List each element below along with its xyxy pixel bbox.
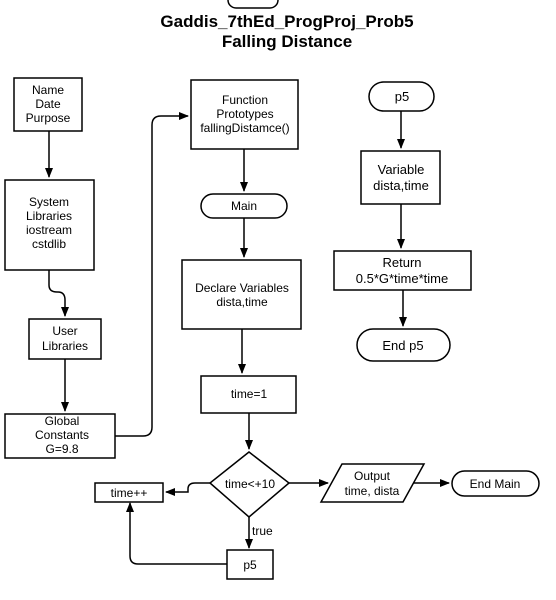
label-cstdlib: cstdlib <box>32 237 66 251</box>
label-return-expr: 0.5*G*time*time <box>356 271 448 286</box>
node-system-libraries <box>4 179 95 271</box>
node-end-p5 <box>356 328 451 362</box>
node-p5-call <box>226 549 274 580</box>
label-declare-vars: dista,time <box>216 295 268 309</box>
node-variable <box>360 150 441 205</box>
edge-p5call-incr <box>126 502 227 565</box>
label-return: Return <box>382 255 421 270</box>
label-global: Global <box>45 414 80 428</box>
label-date: Date <box>35 97 61 111</box>
label-main: Main <box>231 199 257 213</box>
node-global-constants <box>4 413 116 459</box>
label-end-p5: End p5 <box>382 338 423 353</box>
node-output <box>319 463 426 503</box>
label-name: Name <box>32 83 64 97</box>
label-p5-call: p5 <box>243 558 257 572</box>
label-constants: Constants <box>35 428 89 442</box>
label-purpose: Purpose <box>26 111 71 125</box>
label-libraries: Libraries <box>26 209 72 223</box>
label-variable: Variable <box>378 162 425 177</box>
node-p5-start <box>368 81 435 112</box>
label-variable-names: dista,time <box>373 178 429 193</box>
connectors <box>45 111 450 565</box>
node-declare-variables <box>181 259 302 330</box>
diagram-title: Gaddis_7thEd_ProgProj_Prob5 Falling Dist… <box>160 12 413 51</box>
title-line-2: Falling Distance <box>222 32 352 51</box>
label-declare-variables: Declare Variables <box>195 281 289 295</box>
label-function: Function <box>222 93 268 107</box>
label-loop-condition: time<+10 <box>225 477 275 491</box>
label-system: System <box>29 195 69 209</box>
label-user: User <box>52 324 77 338</box>
label-increment: time++ <box>111 486 148 500</box>
edge-system-user <box>48 270 69 317</box>
node-loop-condition <box>208 451 291 518</box>
node-name-date-purpose <box>13 77 83 132</box>
node-increment <box>94 482 164 503</box>
label-falling-distance: fallingDistamce() <box>200 121 289 135</box>
nodes <box>4 77 540 580</box>
label-time-init: time=1 <box>231 387 268 401</box>
node-end-main <box>451 470 540 497</box>
node-main <box>200 193 288 219</box>
label-iostream: iostream <box>26 223 72 237</box>
node-time-init <box>200 375 297 414</box>
edge-global-proto <box>115 112 189 437</box>
edge-label-true: true <box>252 524 273 538</box>
label-output: Output <box>354 469 391 483</box>
node-labels: Name Date Purpose System Libraries iostr… <box>26 83 521 572</box>
label-output-vars: time, dista <box>345 484 400 498</box>
top-shape-fragment <box>227 0 279 9</box>
node-function-prototypes <box>190 79 299 150</box>
edge-cond-incr <box>165 482 210 496</box>
node-user-libraries <box>28 318 102 360</box>
label-user-libraries: Libraries <box>42 339 88 353</box>
label-prototypes: Prototypes <box>216 107 273 121</box>
label-g: G=9.8 <box>45 442 78 456</box>
label-end-main: End Main <box>470 477 521 491</box>
label-p5-start: p5 <box>395 89 409 104</box>
title-line-1: Gaddis_7thEd_ProgProj_Prob5 <box>160 12 413 31</box>
node-return <box>333 250 472 291</box>
